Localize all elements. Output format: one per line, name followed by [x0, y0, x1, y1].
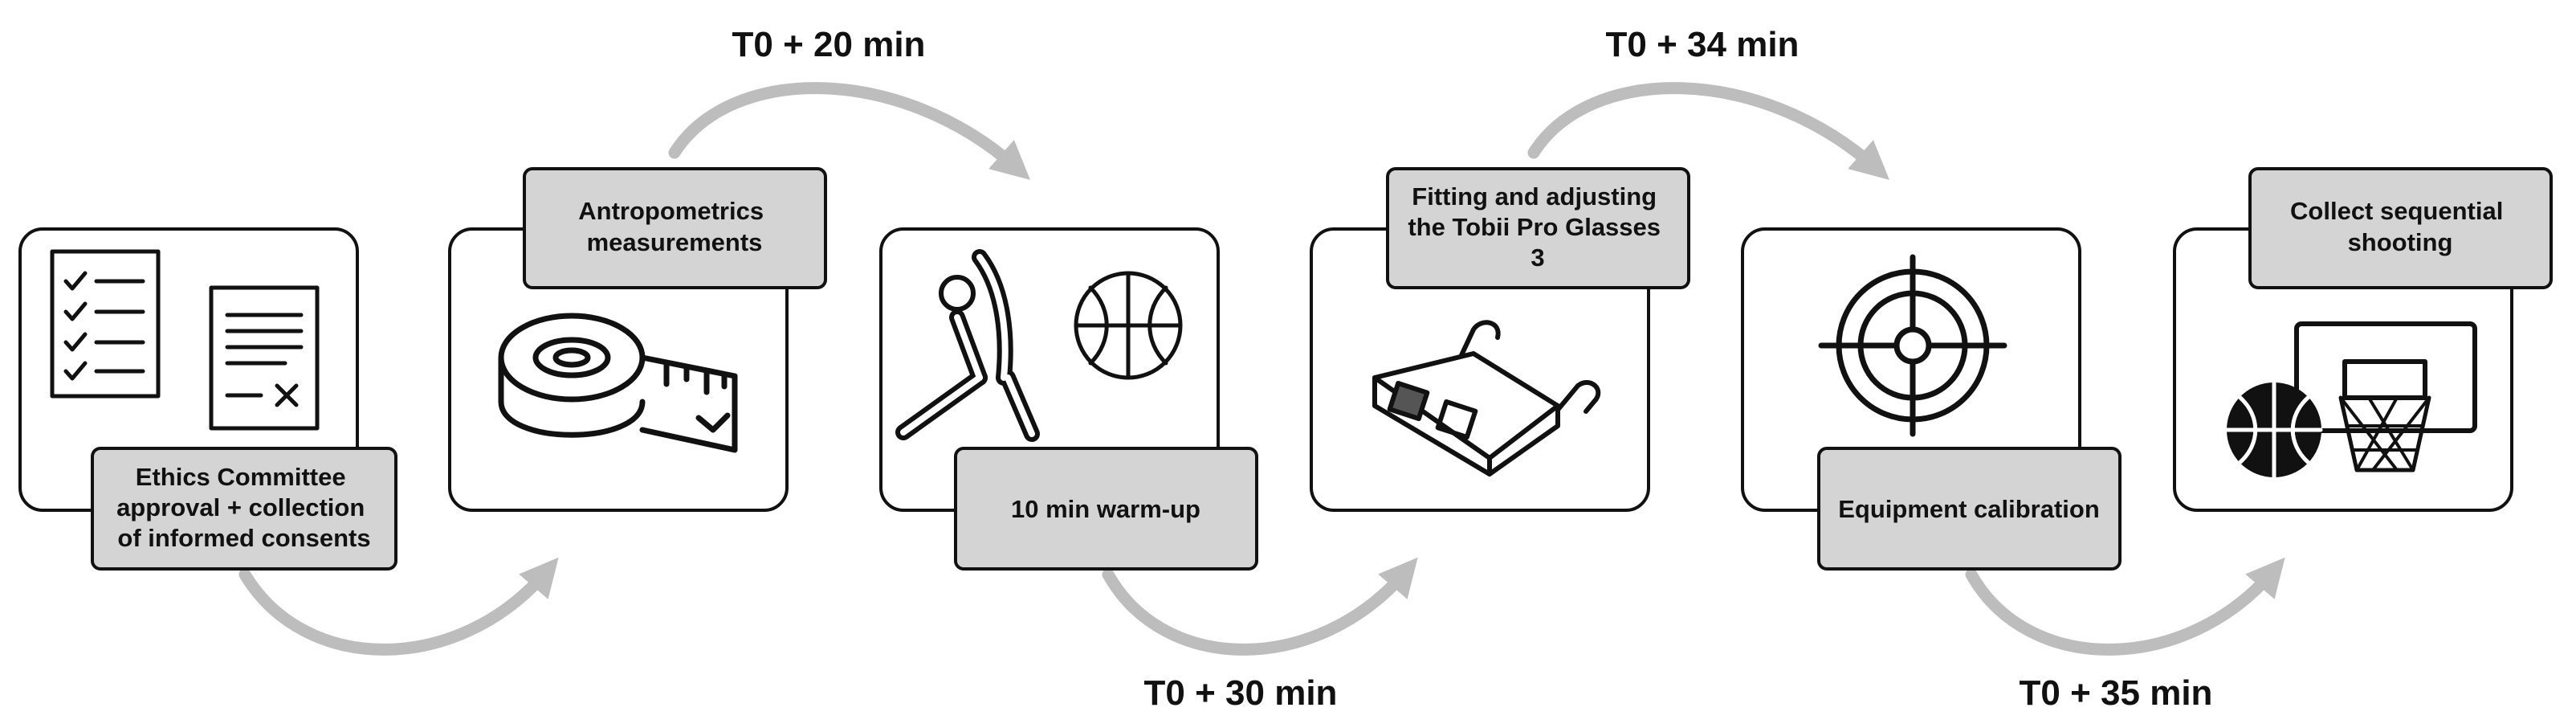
step-card-glasses: Fitting and adjusting the Tobii Pro Glas…: [1310, 167, 1690, 512]
stretching-athlete-basketball-icon: [895, 249, 1183, 442]
step-card-shooting: Collect sequential shooting: [2173, 167, 2553, 512]
step-label-shooting: Collect sequential shooting: [2290, 197, 2510, 256]
arrow-step3-to-step4: [1102, 557, 1418, 656]
step-label-box: [1817, 447, 2122, 571]
step-label-box: [954, 447, 1258, 571]
timing-label-t34: T0 + 34 min: [1606, 25, 1800, 64]
step-label-glasses: Fitting and adjusting the Tobii Pro Glas…: [1408, 182, 1667, 272]
basketball-hoop-icon: [2225, 321, 2477, 479]
arrow-step2-to-step3: [668, 82, 1031, 180]
step-label-ethics: Ethics Committee approval + collection o…: [116, 463, 372, 552]
arrow-step4-to-step5: [1527, 82, 1890, 180]
step-card-anthropometrics: Antropometrics measurements: [448, 167, 827, 512]
step-label-anthropometrics: Antropometrics measurements: [578, 197, 770, 256]
step-label-box: [523, 167, 827, 289]
step-label-box: [2248, 167, 2553, 289]
timing-label-t35: T0 + 35 min: [2020, 673, 2213, 713]
step-label-box: [1386, 167, 1690, 289]
step-label-box: [91, 447, 397, 571]
eye-tracking-glasses-icon: [1372, 320, 1601, 476]
step-label-warmup: 10 min warm-up: [1011, 495, 1200, 523]
timing-label-t20: T0 + 20 min: [732, 25, 926, 64]
step-label-calibration: Equipment calibration: [1838, 495, 2100, 523]
timing-label-t30: T0 + 30 min: [1144, 673, 1338, 713]
step-card-ethics: Ethics Committee approval + collection o…: [18, 227, 397, 571]
step-card-calibration: Equipment calibration: [1741, 227, 2122, 571]
measuring-tape-icon: [498, 313, 738, 453]
step-card-warmup: 10 min warm-up: [879, 227, 1258, 571]
arrow-step5-to-step6: [1965, 557, 2285, 656]
crosshair-target-icon: [1818, 254, 2007, 437]
arrow-step1-to-step2: [238, 557, 559, 656]
checklist-document-icon: [50, 249, 320, 431]
